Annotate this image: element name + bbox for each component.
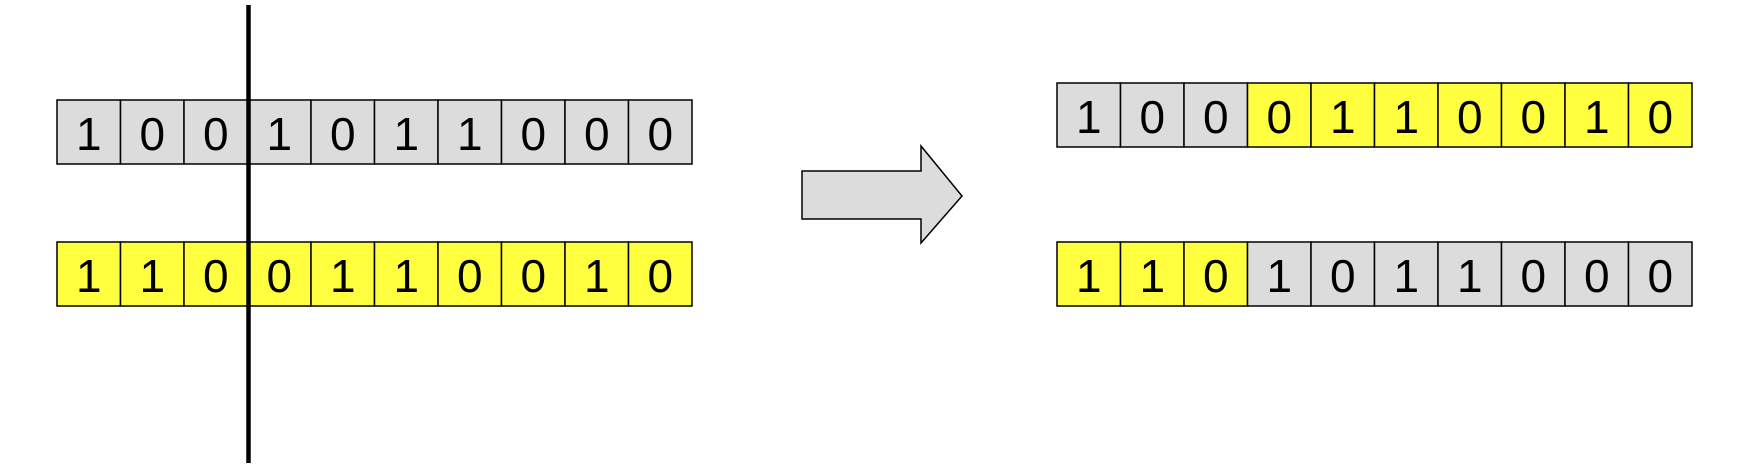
child-1-cell — [1183, 82, 1249, 148]
child-1-cell — [1627, 82, 1693, 148]
parent-2-bit: 0 — [266, 250, 292, 302]
parent-1-cell — [373, 99, 439, 165]
child-2-bit: 0 — [1330, 250, 1356, 302]
child-2-cell — [1627, 241, 1693, 307]
parent-2-bit: 0 — [520, 250, 546, 302]
child-2-cell — [1119, 241, 1185, 307]
parent-2-bit: 1 — [139, 250, 165, 302]
parent-1-bit: 0 — [520, 108, 546, 160]
child-1-cell — [1373, 82, 1439, 148]
child-1-bit: 0 — [1647, 91, 1673, 143]
parent-1-bit: 0 — [584, 108, 610, 160]
parent-2-cell — [119, 241, 185, 307]
parent-1-cell — [500, 99, 566, 165]
child-2-bit: 1 — [1393, 250, 1419, 302]
parent-2-cell — [564, 241, 630, 307]
parent-2-bit: 1 — [393, 250, 419, 302]
parent-1-cell — [627, 99, 693, 165]
child-1-cell — [1437, 82, 1503, 148]
child-1-bit: 0 — [1139, 91, 1165, 143]
parent-1-bit: 0 — [203, 108, 229, 160]
child-1-bit: 1 — [1330, 91, 1356, 143]
parent-2-cell — [500, 241, 566, 307]
parent-1-bit: 1 — [457, 108, 483, 160]
parent-2-cell — [183, 241, 249, 307]
parent-2-cell — [437, 241, 503, 307]
child-2-cell — [1056, 241, 1122, 307]
parent-2-cell — [373, 241, 439, 307]
child-1-bit: 0 — [1266, 91, 1292, 143]
child-2-bit: 0 — [1647, 250, 1673, 302]
child-2-cell — [1310, 241, 1376, 307]
child-2-bit: 1 — [1139, 250, 1165, 302]
child-2-bit: 0 — [1520, 250, 1546, 302]
parent-2-bit: 1 — [76, 250, 102, 302]
child-1-bit: 1 — [1393, 91, 1419, 143]
child-2-bit: 1 — [1266, 250, 1292, 302]
child-2-cell — [1373, 241, 1439, 307]
parent-1-cell — [119, 99, 185, 165]
child-2-bit: 0 — [1584, 250, 1610, 302]
child-2-bit: 1 — [1076, 250, 1102, 302]
child-1-bit: 0 — [1520, 91, 1546, 143]
child-2-bit: 0 — [1203, 250, 1229, 302]
child-1-bit: 0 — [1457, 91, 1483, 143]
child-1-cell — [1564, 82, 1630, 148]
parent-1-bit: 1 — [266, 108, 292, 160]
child-2-cell — [1183, 241, 1249, 307]
parent-1-bit: 0 — [330, 108, 356, 160]
child-1-bit: 1 — [1584, 91, 1610, 143]
parent-1-bit: 0 — [139, 108, 165, 160]
parent-2-bit: 0 — [457, 250, 483, 302]
parent-2-bit: 1 — [330, 250, 356, 302]
child-2-cell — [1500, 241, 1566, 307]
parent-1-bit: 1 — [76, 108, 102, 160]
parent-1-bit: 1 — [393, 108, 419, 160]
parent-2-cell — [246, 241, 312, 307]
child-1-cell — [1056, 82, 1122, 148]
parent-2-bit: 0 — [203, 250, 229, 302]
right-arrow-icon — [801, 143, 963, 246]
parent-1-cell — [183, 99, 249, 165]
parent-2-cell — [627, 241, 693, 307]
parent-2-bit: 0 — [647, 250, 673, 302]
parent-1-bit: 0 — [647, 108, 673, 160]
child-1-cell — [1246, 82, 1312, 148]
child-2-cell — [1437, 241, 1503, 307]
child-2-bit: 1 — [1457, 250, 1483, 302]
child-1-bit: 0 — [1203, 91, 1229, 143]
child-1-cell — [1500, 82, 1566, 148]
parent-1-cell — [56, 99, 122, 165]
parent-2-bit: 1 — [584, 250, 610, 302]
child-2-cell — [1246, 241, 1312, 307]
parent-1-cell — [310, 99, 376, 165]
parent-1-cell — [437, 99, 503, 165]
child-1-bit: 1 — [1076, 91, 1102, 143]
parent-1-cell — [564, 99, 630, 165]
